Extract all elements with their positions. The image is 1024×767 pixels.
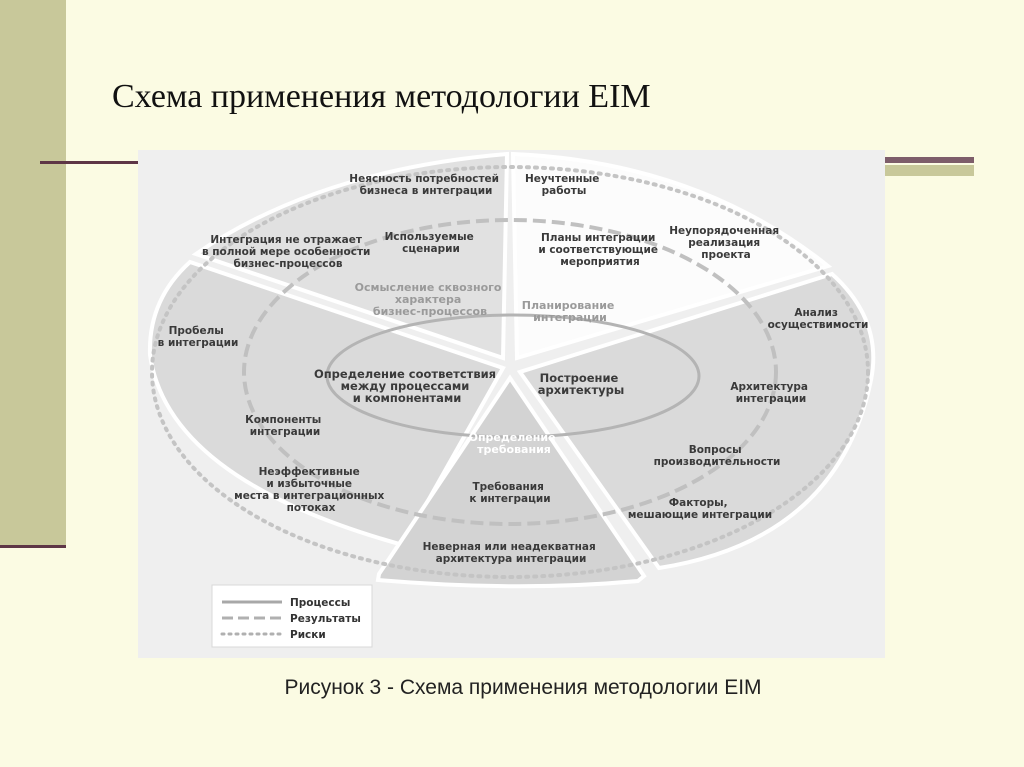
label-wrong-architecture: Неверная или неадекватная архитектура ин… (423, 541, 600, 565)
eim-diagram-figure: Осмысление сквозного характера бизнес-пр… (138, 150, 885, 658)
center-label-top-left: Осмысление сквозного характера бизнес-пр… (355, 281, 506, 318)
processes-ellipse (325, 313, 701, 439)
side-band-underline (0, 545, 66, 548)
title-rule-left (40, 161, 140, 164)
label-feasibility-analysis: Анализ осуществимости (768, 307, 869, 331)
label-integration-plans: Планы интеграции и соответствующие мероп… (538, 232, 661, 268)
center-label-top-right: Планирование интеграции (522, 299, 618, 324)
eim-diagram: Осмысление сквозного характера бизнес-пр… (147, 151, 876, 648)
label-used-scenarios: Используемые сценарии (385, 231, 478, 255)
risks-outer-ellipse (150, 165, 870, 579)
segment-top-left (191, 151, 510, 361)
label-integration-not-reflect: Интеграция не отражает в полной мере осо… (202, 234, 374, 270)
center-label-bottom: Определение требования (469, 431, 560, 456)
segment-top-right (510, 151, 833, 361)
legend: Процессы Результаты Риски (211, 584, 373, 648)
figure-caption: Рисунок 3 - Схема применения методологии… (284, 676, 762, 699)
title-rule-right-dark (884, 157, 974, 163)
segment-right (516, 271, 876, 571)
legend-results-label: Результаты (290, 613, 361, 625)
segment-bottom (375, 374, 647, 589)
segment-left (147, 259, 506, 548)
center-label-right: Построение архитектуры (538, 371, 625, 397)
label-hindering-factors: Факторы, мешающие интеграции (628, 497, 772, 521)
legend-processes-label: Процессы (290, 597, 350, 609)
label-performance-issues: Вопросы производительности (654, 444, 781, 468)
label-unclear-needs: Неясность потребностей бизнеса в интегра… (349, 173, 502, 197)
results-ellipse (242, 218, 778, 526)
legend-box (211, 584, 373, 648)
legend-risks-label: Риски (290, 629, 326, 641)
label-integration-components: Компоненты интеграции (245, 414, 325, 438)
label-integration-gaps: Пробелы в интеграции (158, 325, 239, 349)
label-disordered-implementation: Неупорядоченная реализация проекта (669, 225, 783, 261)
side-band (0, 0, 66, 548)
label-integration-requirements: Требования к интеграции (469, 481, 550, 505)
label-unaccounted-work: Неучтенные работы (525, 173, 603, 197)
title-rule-right-light (884, 165, 974, 176)
label-integration-architecture: Архитектура интеграции (730, 381, 811, 405)
center-label-left: Определение соответствия между процессам… (314, 367, 500, 405)
slide-title: Схема применения методологии EIM (112, 78, 651, 115)
label-inefficient-places: Неэффективные и избыточные места в интег… (234, 466, 388, 514)
